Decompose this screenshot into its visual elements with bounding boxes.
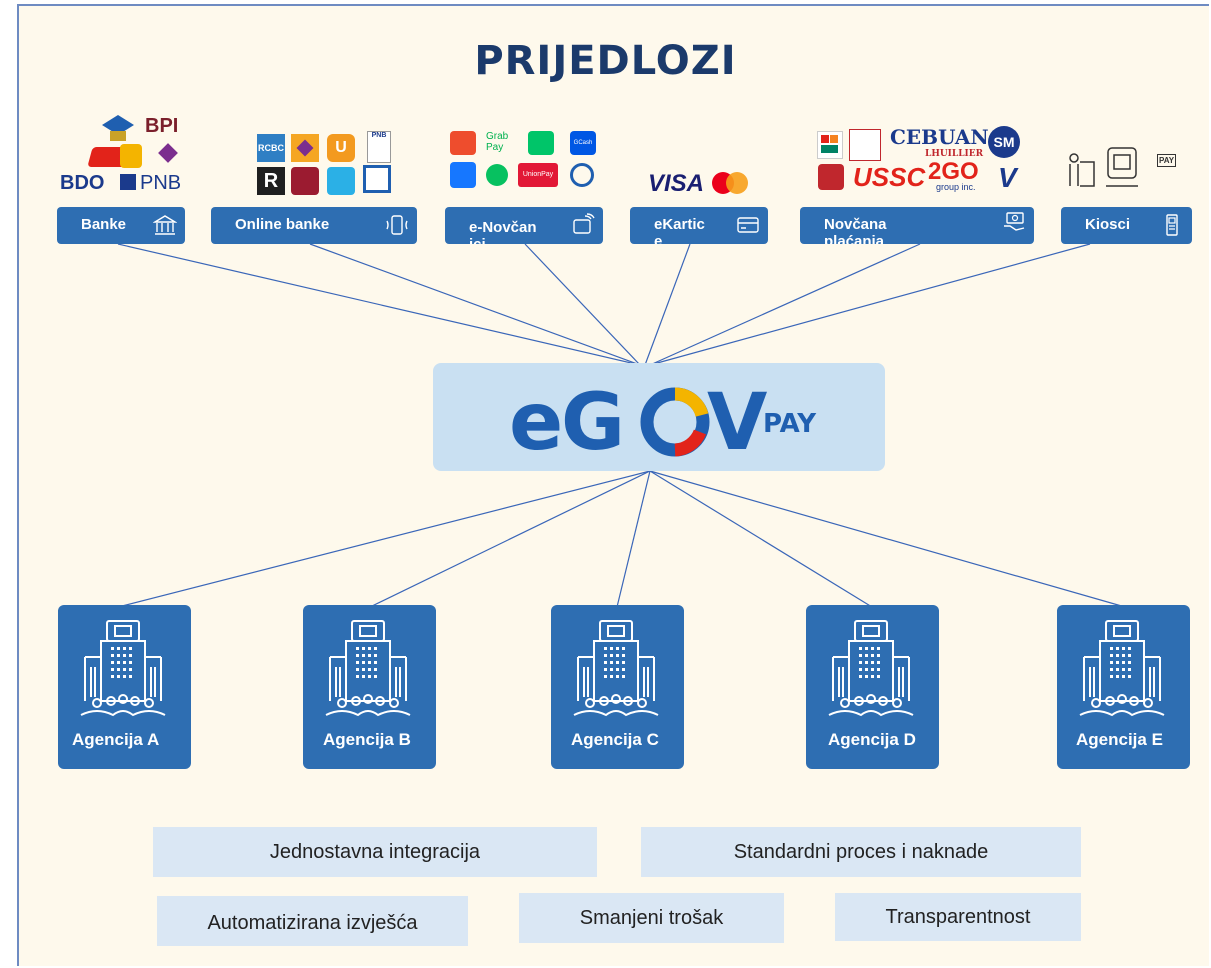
agency-label: Agencija C	[571, 730, 659, 749]
rcbc-logo: RCBC	[257, 134, 285, 162]
unionbank-logo	[120, 144, 142, 168]
building-icon	[573, 620, 659, 717]
bank-icon	[153, 215, 177, 235]
agency-label: Agencija D	[828, 730, 916, 749]
channel-label: Kiosci	[1085, 216, 1131, 233]
kiosk-machine-icon	[1106, 147, 1138, 187]
mastercard-yellow-logo	[726, 172, 748, 194]
alipay-logo	[450, 162, 476, 188]
cebuana-logo: CEBUANA	[890, 125, 1005, 149]
landbank-logo	[363, 165, 391, 193]
connector-agencija-b	[369, 470, 651, 608]
agency-a: Agencija A	[58, 605, 191, 769]
pnb-logo: PNB	[140, 172, 182, 194]
channel-label: eKartice	[654, 216, 705, 244]
channel-label: Online banke	[235, 216, 330, 233]
2go-group-logo: group inc.	[936, 182, 976, 192]
agency-d: Agencija D	[806, 605, 939, 769]
connector-agencija-d	[649, 470, 873, 608]
visa-logo: VISA	[648, 170, 705, 197]
connector-agencija-e	[649, 470, 1126, 608]
building-icon	[828, 620, 914, 717]
building-icon	[80, 620, 166, 717]
connector-novcana-placanja	[649, 243, 921, 366]
seven-eleven-logo	[817, 131, 843, 159]
lhuillier-logo: LHUILLIER	[925, 149, 984, 159]
connector-ekartice	[644, 243, 691, 366]
grabpay-logo: Grab Pay	[486, 131, 509, 153]
agency-b: Agencija B	[303, 605, 436, 769]
cash-payment-icon	[1004, 212, 1025, 231]
channel-ekartice: eKartice	[630, 207, 768, 244]
connector-banke	[117, 243, 641, 366]
v-logo: V	[998, 162, 1017, 193]
channel-kiosci: Kiosci	[1061, 207, 1192, 244]
benefit-automatizirana-izvjesca: Automatizirana izvješća	[157, 896, 468, 946]
channel-banke: Banke	[57, 207, 185, 244]
connector-agencija-a	[117, 470, 651, 608]
shopeepay-logo	[450, 131, 476, 155]
kiosk-icon	[1166, 214, 1178, 236]
hub-pay-label: PAY	[763, 409, 817, 439]
egovpay-hub: e G V PAY	[433, 363, 885, 471]
bpi-logo: BPI	[145, 115, 179, 137]
unionbank-online-logo: U	[327, 134, 355, 162]
metrobank-online-logo	[291, 134, 319, 162]
channel-online-banke: Online banke	[211, 207, 417, 244]
building-icon	[1079, 620, 1165, 717]
pay-kiosk-logo: PAY	[1157, 154, 1177, 167]
wallet-icon	[573, 213, 595, 234]
bpi-online-logo	[291, 167, 319, 195]
bayad-center-logo	[849, 129, 881, 161]
pnb-online-logo: PNB	[367, 131, 391, 163]
palawan-logo	[818, 164, 844, 190]
connector-e-novcanici	[524, 243, 641, 366]
ussc-logo: USSC	[853, 162, 926, 192]
channel-e-novcanici: e-Novčanici	[445, 207, 603, 244]
2go-logo: 2GO	[928, 158, 979, 185]
svg-text:V: V	[707, 378, 767, 459]
agency-label: Agencija B	[323, 730, 411, 749]
mobile-payment-icon	[386, 215, 408, 235]
card-icon	[737, 217, 759, 233]
robinsons-bank-logo: R	[257, 167, 285, 195]
kiosk-person-icon	[1069, 153, 1095, 187]
coins-logo	[570, 163, 594, 187]
channel-label: Novčana plaćanja	[824, 216, 887, 244]
agency-label: Agencija E	[1076, 730, 1163, 749]
svg-text:e: e	[509, 377, 563, 459]
agency-e: Agencija E	[1057, 605, 1190, 769]
connector-online-banke	[309, 243, 641, 366]
wechat-pay-logo	[486, 164, 508, 186]
channel-novcana-placanja: Novčana plaćanja	[800, 207, 1034, 244]
benefit-jednostavna-integracija: Jednostavna integracija	[153, 827, 597, 877]
connector-agencija-c	[616, 470, 651, 608]
seabank-logo	[327, 167, 355, 195]
pnb-emblem-icon	[120, 174, 136, 190]
egov-logo: e G V	[509, 377, 767, 459]
agency-label: Agencija A	[72, 730, 160, 749]
channel-label: Banke	[81, 216, 127, 233]
bpi-emblem-icon	[102, 115, 134, 141]
channel-label: e-Novčanici	[469, 219, 537, 244]
sm-logo: SM	[988, 126, 1020, 158]
benefit-standardni-proces: Standardni proces i naknade	[641, 827, 1081, 877]
bdo-logo: BDO	[60, 172, 105, 194]
agency-c: Agencija C	[551, 605, 684, 769]
unionpay-logo: UnionPay	[518, 163, 558, 187]
coins-ph-logo	[528, 131, 554, 155]
diagram-frame	[17, 4, 1209, 966]
page-title: PRIJEDLOZI	[474, 38, 737, 84]
connector-kiosci	[649, 243, 1091, 366]
building-icon	[325, 620, 411, 717]
svg-text:G: G	[561, 378, 625, 459]
benefit-transparentnost: Transparentnost	[835, 893, 1081, 941]
benefit-smanjeni-trosak: Smanjeni trošak	[519, 893, 784, 943]
gcash-logo: GCash	[570, 131, 596, 155]
